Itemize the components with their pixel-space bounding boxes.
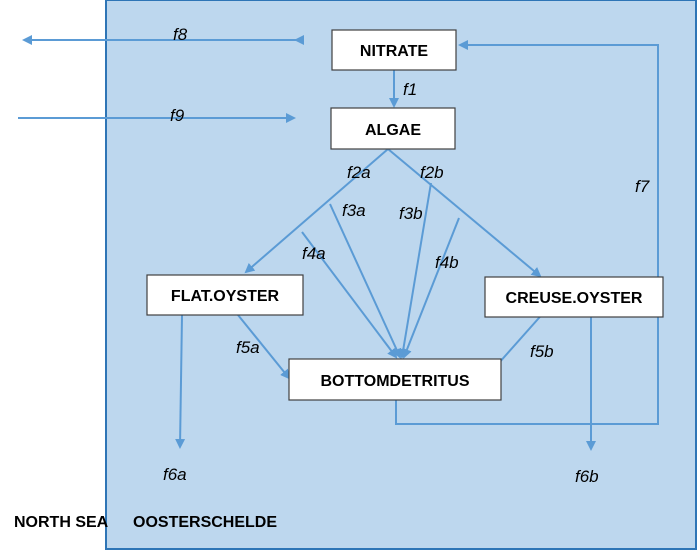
flow-label-f3a: f3a: [342, 201, 366, 220]
algae-label: ALGAE: [365, 122, 421, 139]
flow-label-f4b: f4b: [435, 253, 459, 272]
flow-label-f6b: f6b: [575, 467, 599, 486]
node-bottom-detritus: BOTTOMDETRITUS: [288, 358, 502, 401]
oosterschelde-label: OOSTERSCHELDE: [133, 514, 277, 531]
flow-label-f5a: f5a: [236, 338, 260, 357]
flow-f3a-arrow: [329, 203, 402, 359]
flow-f6a-arrow: [175, 314, 186, 449]
nitrate-box: [331, 29, 457, 71]
flow-label-f2a: f2a: [347, 163, 371, 182]
bottom-detritus-label: BOTTOMDETRITUS: [320, 373, 469, 390]
flow-f7-arrow: [395, 40, 659, 425]
bottom-detritus-box: [288, 358, 502, 401]
creuse-oyster-label: CREUSE.OYSTER: [506, 290, 643, 307]
flow-f5a-arrow: [237, 314, 291, 380]
flow-label-f6a: f6a: [163, 465, 187, 484]
flow-f2a-arrow: [244, 148, 389, 274]
flow-label-f5b: f5b: [530, 342, 554, 361]
flow-label-f9: f9: [170, 106, 185, 125]
flow-label-f1: f1: [403, 80, 417, 99]
flat-oyster-label: FLAT.OYSTER: [171, 288, 280, 305]
nitrate-label: NITRATE: [360, 43, 428, 60]
north-sea-label: NORTH SEA: [14, 514, 109, 531]
algae-box: [330, 107, 456, 150]
flow-f2b-arrow: [387, 148, 542, 278]
flow-f3b-arrow: [398, 182, 432, 359]
node-nitrate: NITRATE: [331, 29, 457, 71]
node-flat-oyster: FLAT.OYSTER: [146, 274, 304, 316]
node-creuse-oyster: CREUSE.OYSTER: [484, 276, 664, 318]
flow-label-f8: f8: [173, 25, 188, 44]
flow-label-f4a: f4a: [302, 244, 326, 263]
flow-label-f3b: f3b: [399, 204, 423, 223]
flow-f4a-arrow: [301, 231, 398, 359]
flow-label-f7: f7: [635, 177, 650, 196]
node-algae: ALGAE: [330, 107, 456, 150]
flow-label-f2b: f2b: [420, 163, 444, 182]
flow-labels: f8 f9 f1 f2a f2b f3a f3b f4a f4b f7 f5a …: [163, 25, 650, 486]
flat-oyster-box: [146, 274, 304, 316]
region-labels: NORTH SEA OOSTERSCHELDE: [14, 514, 277, 531]
creuse-oyster-box: [484, 276, 664, 318]
flow-arrows: [18, 35, 659, 451]
flow-f4b-arrow: [402, 217, 460, 359]
